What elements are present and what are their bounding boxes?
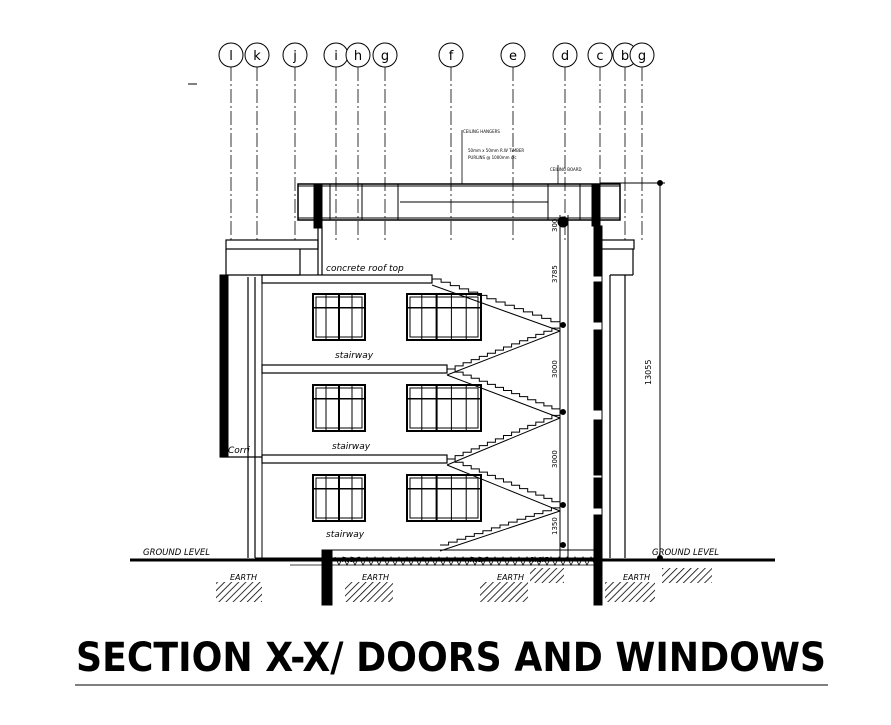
- grid-bubble-g: g: [372, 42, 398, 240]
- floor-slabs: [261, 226, 448, 464]
- ground-line: [130, 549, 775, 606]
- dim-3785: 3785: [551, 265, 559, 283]
- upper-walls: [225, 239, 635, 276]
- stairway-label-1: stairway: [335, 351, 374, 361]
- windows: [312, 293, 482, 522]
- window: [312, 474, 366, 522]
- grid-bubble-b: b: [612, 42, 638, 240]
- grid-bubble-g: g: [629, 42, 655, 240]
- rcf-label-1: R.C.F: [342, 556, 361, 564]
- earth-label-3: EARTH: [497, 573, 524, 582]
- grid-label: e: [509, 49, 517, 64]
- roof-truss: [297, 130, 621, 229]
- corridor-label: Corri: [228, 446, 250, 456]
- grid-bubble-e: e: [500, 42, 526, 240]
- dim-1350: 1350: [551, 517, 559, 535]
- grid-bubble-l: l: [218, 42, 244, 240]
- stair-soffit: [439, 510, 561, 552]
- dim-300: 300: [551, 219, 559, 232]
- grid-bubble-j: j: [282, 42, 308, 240]
- stair-flight: [447, 458, 561, 505]
- earth-hatching: [216, 568, 712, 602]
- dim-3000-a: 3000: [551, 360, 559, 378]
- stair-soffit: [446, 417, 561, 466]
- ground-level-right: GROUND LEVEL: [652, 548, 719, 558]
- grid-label: c: [596, 49, 603, 64]
- stair-flight: [432, 278, 561, 325]
- stairway-label-2: stairway: [332, 442, 371, 452]
- timber-note-2: PURLINS @ 1000mm c/c: [468, 155, 517, 160]
- drawing-title: SECTION X-X/ DOORS AND WINDOWS: [76, 635, 826, 681]
- foundation-pattern: [334, 556, 600, 566]
- ceiling-hangers-note: CEILING HANGERS: [463, 129, 500, 134]
- grid-bubble-i: i: [323, 42, 349, 240]
- window: [406, 384, 482, 432]
- grid-bubble-k: k: [244, 42, 270, 240]
- dimension-line: [560, 180, 665, 561]
- overall-dimension: 13055: [644, 360, 653, 385]
- ground-level-left: GROUND LEVEL: [143, 548, 210, 558]
- window: [406, 293, 482, 341]
- stairway-label-3: stairway: [326, 530, 365, 540]
- right-walls: [557, 215, 626, 606]
- stair-flight: [440, 505, 561, 546]
- rcf-label-3: R.C.F: [530, 556, 549, 564]
- grid-label: g: [381, 49, 389, 64]
- grid-label: b: [621, 49, 629, 64]
- stair-flight: [447, 368, 561, 412]
- grid-label: k: [253, 49, 261, 64]
- grid-label: l: [229, 49, 233, 64]
- grid-label: f: [449, 49, 454, 64]
- stair-soffit: [446, 374, 561, 419]
- earth-label-4: EARTH: [623, 573, 650, 582]
- foundation-zigzag: [334, 556, 600, 566]
- window: [312, 384, 366, 432]
- stair-soffit: [431, 284, 561, 332]
- stair-soffit: [446, 330, 561, 376]
- timber-note-1: 50mm x 50mm R.W TIMBER: [468, 148, 524, 153]
- stair-flight: [447, 412, 561, 460]
- ceiling-board-note: CEILING BOARD: [550, 167, 582, 172]
- rcf-label-2: R.C.F: [470, 556, 489, 564]
- window: [406, 474, 482, 522]
- grid-label: i: [334, 49, 338, 64]
- stair-flight: [447, 325, 561, 370]
- grid-label: g: [638, 49, 646, 64]
- grid-bubble-f: f: [438, 42, 464, 240]
- grid-label: h: [354, 49, 362, 64]
- grid-bubble-h: h: [345, 42, 371, 240]
- stair-soffit: [446, 464, 561, 512]
- earth-label-1: EARTH: [230, 573, 257, 582]
- roof-label: concrete roof top: [326, 264, 404, 274]
- grid-label: j: [292, 49, 297, 64]
- dim-3000-b: 3000: [551, 450, 559, 468]
- left-walls: [219, 274, 263, 558]
- earth-label-2: EARTH: [362, 573, 389, 582]
- grid-bubble-d: d: [552, 42, 578, 240]
- window: [312, 293, 366, 341]
- stair-flights: [431, 278, 561, 552]
- grid-label: d: [561, 49, 569, 64]
